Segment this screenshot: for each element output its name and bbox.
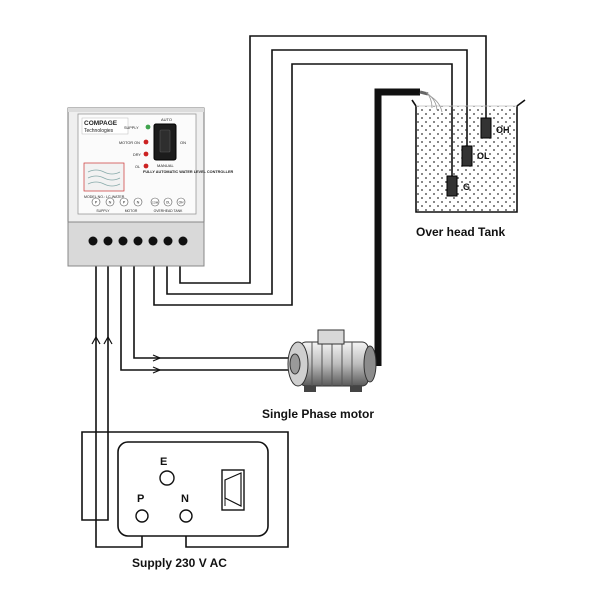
indicator-label: MOTOR ON bbox=[119, 141, 140, 145]
socket-switch[interactable] bbox=[221, 469, 245, 511]
tank-walls bbox=[411, 99, 526, 213]
delivery-pipe bbox=[374, 88, 443, 366]
tank-label: Over head Tank bbox=[416, 225, 505, 239]
phase-label: P bbox=[137, 493, 144, 505]
mode-label-side: ON bbox=[180, 140, 186, 145]
mode-label-bottom: MANUAL bbox=[157, 163, 174, 168]
water-flow bbox=[425, 91, 443, 113]
terminal-letter: OH bbox=[179, 201, 184, 205]
indicator-label: SUPPLY bbox=[124, 126, 139, 130]
wire-motor-1 bbox=[120, 248, 290, 371]
probe-label-ol: OL bbox=[477, 151, 490, 161]
motor-label: Single Phase motor bbox=[262, 407, 374, 421]
indicator-label: DRY bbox=[133, 153, 141, 157]
terminal-letter: OL bbox=[166, 201, 170, 205]
terminal-hole bbox=[133, 236, 143, 246]
motor-arrows bbox=[152, 354, 162, 374]
terminal-hole bbox=[163, 236, 173, 246]
wire-probe-g bbox=[153, 63, 453, 306]
single-phase-motor: Single Phase motor bbox=[262, 329, 377, 421]
neutral-pin bbox=[179, 509, 193, 523]
wires bbox=[81, 35, 487, 548]
brand-logo-text: COMPAGE bbox=[84, 120, 118, 127]
led-ol bbox=[143, 163, 149, 169]
motor-terminal-box bbox=[317, 329, 345, 345]
terminal-hole bbox=[178, 236, 188, 246]
brand-sub-text: Technologies bbox=[84, 128, 114, 134]
wire-supply-neutral bbox=[81, 248, 289, 548]
group-label-tank: OVERHEAD TANK bbox=[154, 209, 183, 213]
terminal-hole bbox=[118, 236, 128, 246]
motor-body bbox=[299, 341, 369, 387]
probe-g bbox=[446, 175, 458, 197]
terminal-hole bbox=[148, 236, 158, 246]
neutral-label: N bbox=[181, 493, 189, 505]
product-title: FULLY AUTOMATIC WATER LEVEL CONTROLLER bbox=[143, 170, 234, 174]
overhead-tank: OH OL G Over head Tank bbox=[411, 99, 526, 239]
wire-probe-ol bbox=[166, 49, 468, 295]
terminal-hole bbox=[103, 236, 113, 246]
led-motor-on bbox=[143, 139, 149, 145]
controller-unit: COMPAGE Technologies SUPPLY MOTOR ON DRY… bbox=[67, 107, 234, 267]
probe-oh bbox=[480, 117, 492, 139]
mode-label-top: AUTO bbox=[161, 117, 172, 122]
terminal-letter: N bbox=[137, 201, 140, 205]
terminal-letter: COM bbox=[152, 201, 159, 205]
probe-label-oh: OH bbox=[496, 125, 510, 135]
phase-pin bbox=[135, 509, 149, 523]
terminal-legend bbox=[91, 197, 186, 207]
terminal-letter: P bbox=[123, 201, 126, 205]
supply-label: Supply 230 V AC bbox=[132, 556, 227, 570]
supply-socket: E P N Supply 230 V AC bbox=[117, 441, 269, 570]
terminal-letter: N bbox=[109, 201, 112, 205]
wire-probe-oh bbox=[179, 35, 487, 284]
model-text: MODEL NO.: LC-WATER bbox=[84, 195, 125, 199]
led-dry bbox=[143, 151, 149, 157]
supply-arrows bbox=[91, 335, 113, 345]
group-label-supply: SUPPLY bbox=[96, 209, 110, 213]
earth-label: E bbox=[160, 456, 167, 468]
probe-ol bbox=[461, 145, 473, 167]
terminal-hole bbox=[88, 236, 98, 246]
probe-label-g: G bbox=[463, 182, 470, 192]
terminal-holes bbox=[88, 236, 188, 246]
terminal-letter: P bbox=[95, 201, 98, 205]
indicator-label: OL bbox=[135, 165, 140, 169]
led-supply bbox=[145, 124, 151, 130]
earth-pin bbox=[159, 470, 175, 486]
socket-plate bbox=[117, 441, 269, 537]
wire-motor-2 bbox=[133, 248, 290, 359]
group-label-motor: MOTOR bbox=[125, 209, 138, 213]
